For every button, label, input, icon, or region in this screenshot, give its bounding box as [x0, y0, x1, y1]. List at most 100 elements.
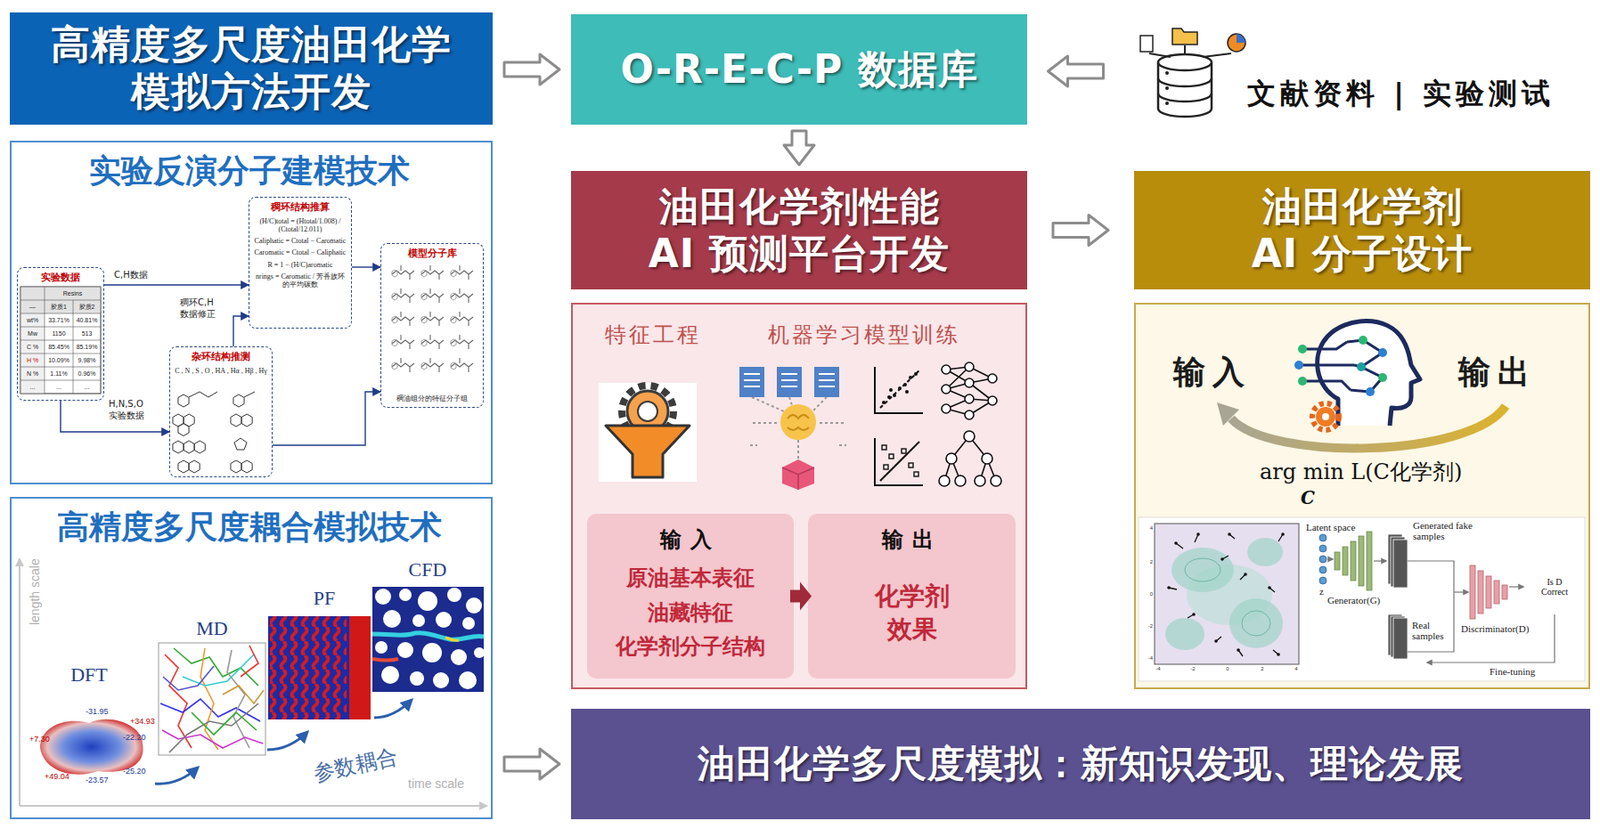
- axis-label: length scale: [28, 558, 42, 627]
- method-label: MD: [185, 618, 239, 640]
- node-text: 化学剂 效果: [874, 580, 950, 646]
- node-text: Caromatic = Ctotal − Caliphatic: [254, 248, 347, 257]
- table-cell: C %: [20, 340, 45, 354]
- text-line: 原油基本表征: [615, 561, 766, 596]
- title-box: 油田化学剂 AI 分子设计: [1134, 171, 1591, 290]
- formula-box: 稠环结构推算(H/C)total = (Htotal/1.008) / (Cto…: [248, 196, 352, 329]
- text-line: 高精度多尺度油田化学: [50, 21, 452, 69]
- objective-formula: arg min L(C化学剂): [1259, 459, 1462, 486]
- gan-label: Generator(G): [1327, 595, 1380, 606]
- node-title: 杂环结构推测: [191, 351, 251, 364]
- text-line: 化学剂: [874, 580, 950, 613]
- node-title: O-R-E-C-P 数据库: [620, 46, 978, 94]
- table-cell: ...: [44, 380, 74, 394]
- node-title: 油田化学剂 AI 分子设计: [1251, 183, 1474, 278]
- gan-label: Fine-tuning: [1489, 666, 1535, 678]
- table-cell: 9.98%: [73, 353, 101, 368]
- text-line: 数据修正: [179, 309, 230, 321]
- text-line: Real: [1412, 620, 1452, 631]
- block-arrow: [504, 54, 560, 85]
- table-cell: Mw: [20, 326, 45, 341]
- text-line: 实验数据: [108, 410, 164, 423]
- table-cell: 胶质2: [73, 300, 101, 314]
- table-cell: 85.45%: [44, 340, 74, 354]
- library-box: 模型分子库稠油组分的特征分子组: [380, 243, 484, 409]
- text-line: Is D: [1541, 577, 1568, 588]
- charge-value: +34.93: [130, 718, 156, 727]
- axis-label: time scale: [408, 777, 465, 792]
- block-arrow: [783, 130, 815, 165]
- block-arrow: [1053, 215, 1109, 246]
- method-label: PF: [297, 587, 352, 610]
- text-line: 效果: [874, 613, 950, 646]
- node-text: nrings = Caromatic / 芳香族环的平均碳数: [252, 272, 349, 289]
- node-title: 文献资料 | 实验测试: [1247, 76, 1555, 111]
- table-cell: 513: [73, 326, 101, 341]
- tick-label: 4: [1290, 666, 1302, 673]
- tick-label: -2: [1141, 623, 1153, 630]
- node-title: 油田化学剂性能 AI 预测平台开发: [648, 183, 951, 278]
- block-arrow: [504, 749, 560, 780]
- text-line: 稠环C,H: [179, 297, 230, 310]
- input-box: 输入原油基本表征 油藏特征 化学剂分子结构: [587, 514, 794, 679]
- decision-diamond: Is D Correct: [1525, 559, 1584, 615]
- table-cell: 0.96%: [73, 367, 101, 381]
- edge-label: H,N,S,O 实验数据: [108, 399, 164, 422]
- table-cell: 40.81%: [73, 313, 101, 327]
- gan-label: Discriminator(D): [1461, 623, 1529, 635]
- node-text: 原油基本表征 油藏特征 化学剂分子结构: [615, 561, 766, 664]
- database-icon: [1236, 33, 1246, 43]
- charge-value: +7.30: [29, 735, 50, 745]
- tick-label: -2: [1187, 666, 1199, 673]
- node-title: 实验反演分子建模技术: [9, 151, 490, 190]
- node-title: 高精度多尺度油田化学 模拟方法开发: [50, 21, 452, 116]
- charge-value: +49.04: [44, 773, 70, 783]
- title-box: 油田化学剂性能 AI 预测平台开发: [571, 171, 1028, 290]
- text-line: samples: [1412, 630, 1452, 642]
- node-title: 特征工程: [595, 322, 711, 349]
- panel: 高精度多尺度耦合模拟技术: [9, 497, 493, 820]
- database-icon: [1165, 86, 1169, 90]
- table-cell: ...: [73, 380, 101, 394]
- charge-value: -22.20: [122, 734, 147, 743]
- database-box: O-R-E-C-P 数据库: [571, 14, 1028, 125]
- node-title: 输出: [881, 526, 943, 555]
- database-icon: [1158, 54, 1212, 71]
- database-icon: [1172, 28, 1198, 45]
- text-line: 化学剂分子结构: [615, 629, 766, 664]
- method-label: CFD: [400, 559, 455, 581]
- tick-label: 4: [1141, 525, 1153, 532]
- tick-label: 2: [1257, 666, 1268, 673]
- output-box: 输出化学剂 效果: [808, 514, 1016, 679]
- tick-label: 2: [1141, 559, 1153, 566]
- node-text: (H/C)total = (Htotal/1.008) / (Ctotal/12…: [252, 217, 349, 234]
- source-box: 文献资料 | 实验测试: [1124, 21, 1588, 122]
- text-line: AI 分子设计: [1251, 230, 1474, 278]
- database-icon: [1165, 71, 1169, 75]
- structure-box: 杂环结构推测C , N , S , O , HA , Hα , Hβ , Hγ: [169, 346, 273, 478]
- tick-label: -4: [1141, 655, 1153, 662]
- table-cell: —: [20, 300, 45, 314]
- node-text: 输出: [1444, 352, 1552, 392]
- method-label: DFT: [62, 664, 116, 686]
- charge-value: -23.57: [85, 776, 109, 786]
- database-icon: [1149, 45, 1232, 58]
- table-cell: 1.11%: [44, 367, 74, 381]
- node-text: 稠油组分的特征分子组: [396, 394, 468, 404]
- tick-label: 0: [1141, 591, 1153, 598]
- text-line: 油田化学剂性能: [648, 183, 951, 231]
- tick-label: -4: [1152, 666, 1164, 673]
- text-line: Generated fake: [1412, 520, 1494, 531]
- charge-value: -25.20: [122, 767, 147, 777]
- node-title: 油田化学多尺度模拟：新知识发现、理论发展: [697, 742, 1464, 787]
- text-line: 油田化学剂: [1251, 183, 1474, 231]
- table-cell: 10.09%: [44, 353, 74, 368]
- table-cell: wt%: [20, 313, 45, 327]
- node-title: 输入: [1159, 352, 1266, 392]
- gan-label: z: [1319, 586, 1324, 597]
- node-title: 输入: [660, 526, 721, 555]
- gan-label: Latent space: [1306, 522, 1356, 533]
- node-text: Caliphatic = Ctotal − Caromatic: [254, 236, 347, 245]
- text-line: samples: [1412, 530, 1494, 542]
- node-title: 高精度多尺度耦合模拟技术: [9, 507, 490, 547]
